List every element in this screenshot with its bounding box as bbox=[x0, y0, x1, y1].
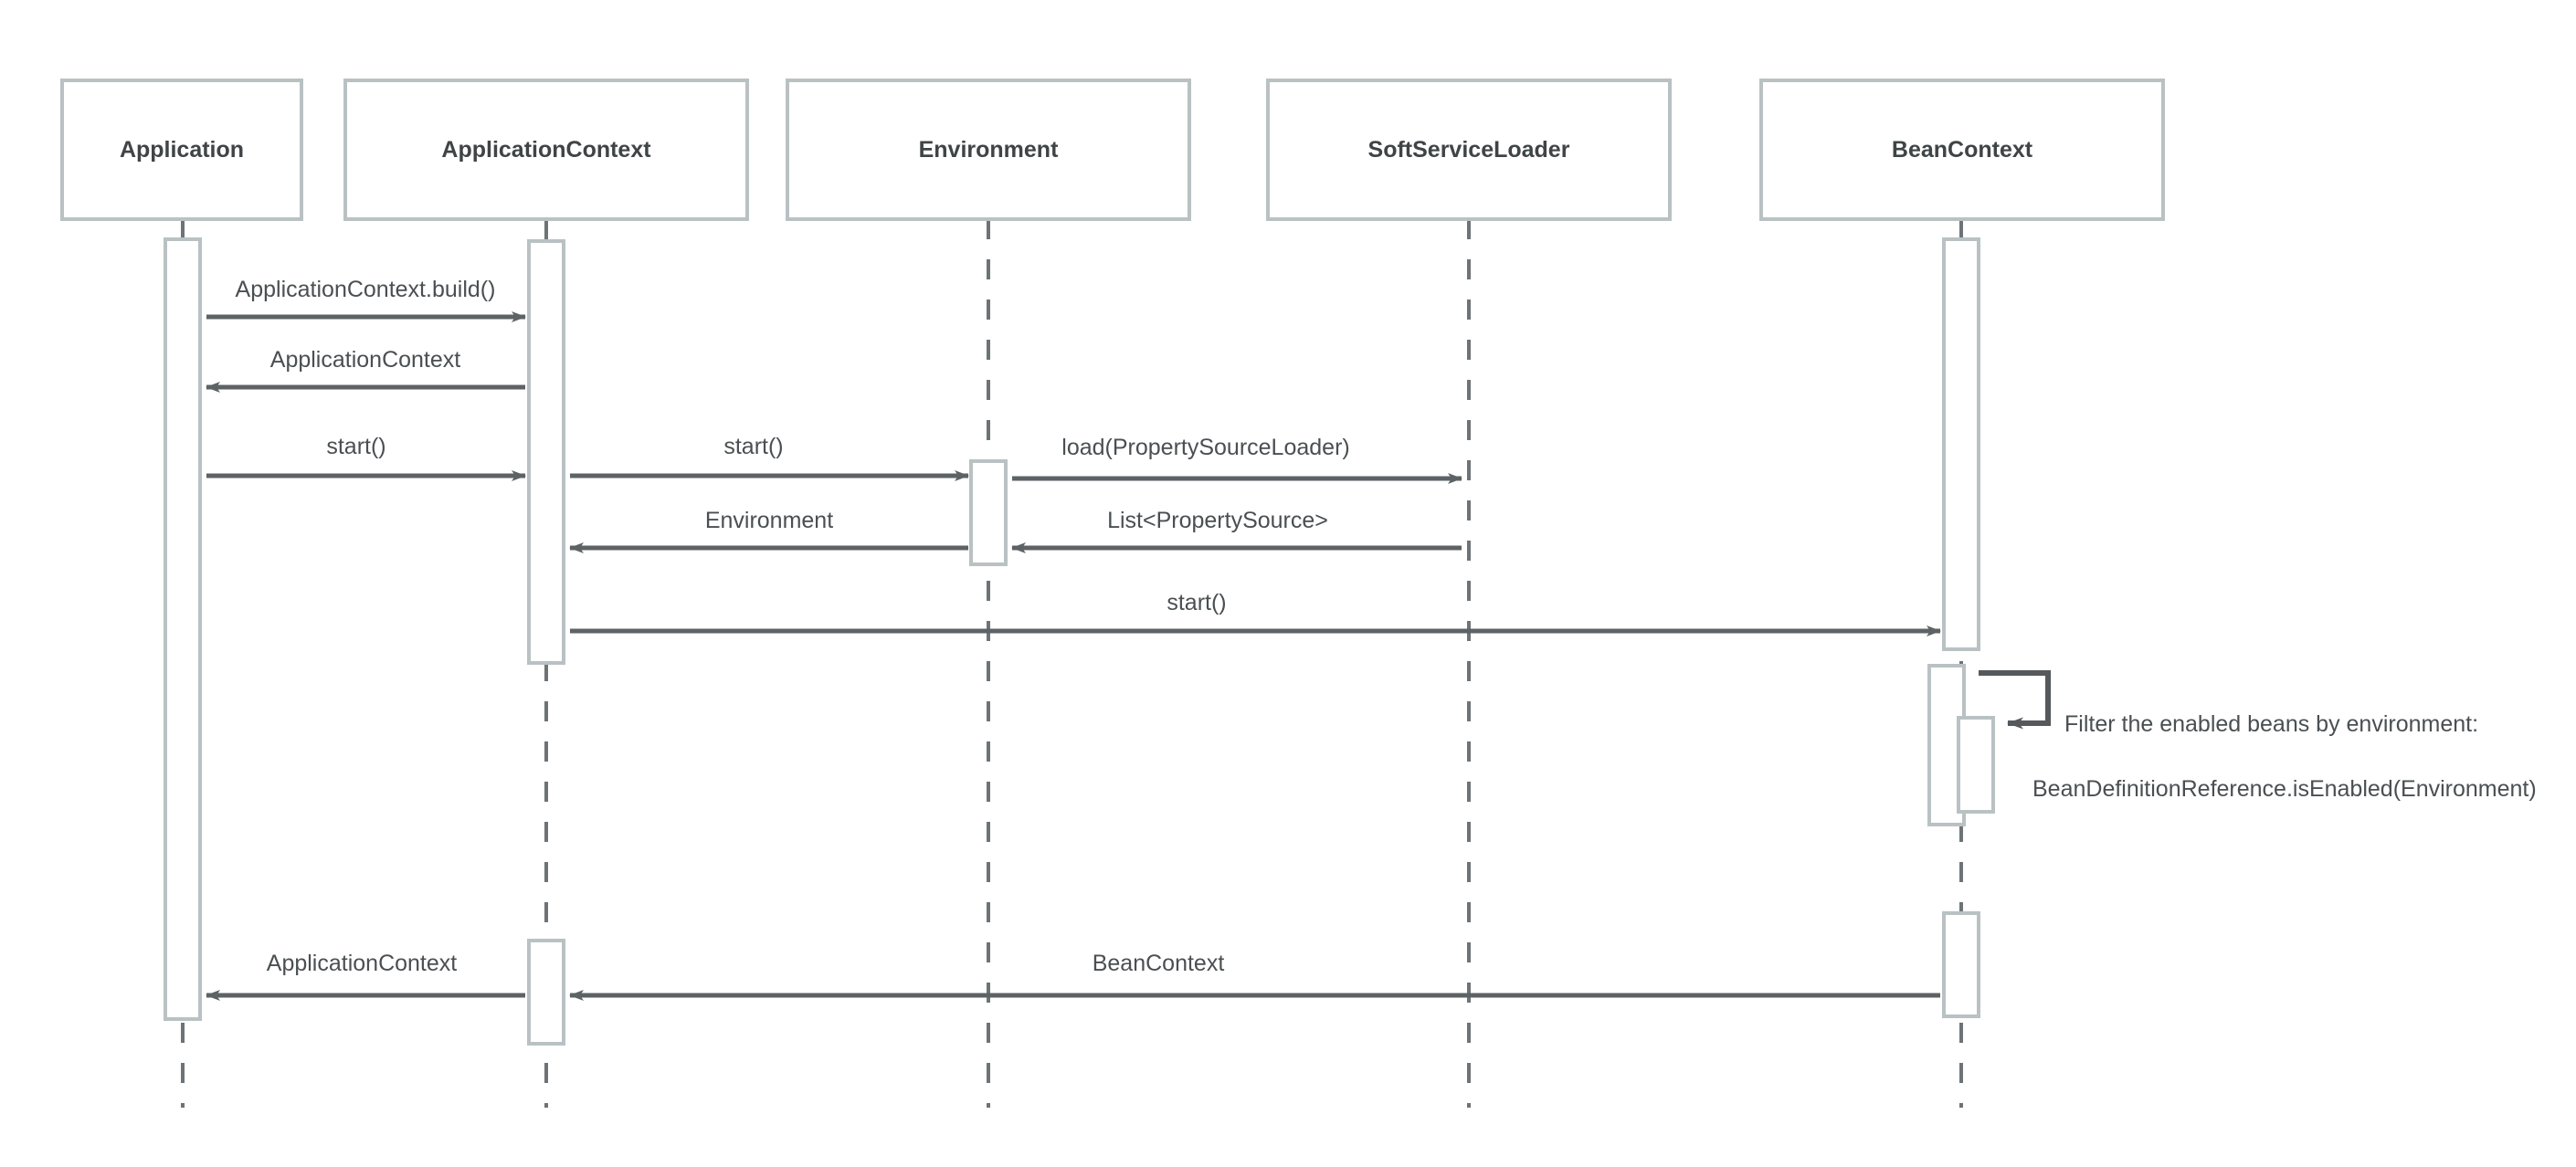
self-message-note-line-1: Filter the enabled beans by environment: bbox=[2064, 711, 2478, 737]
message-label-m7: List<PropertySource> bbox=[1107, 508, 1328, 533]
participant-box-softserviceloader bbox=[1266, 79, 1672, 221]
participant-label-environment: Environment bbox=[919, 137, 1059, 163]
participant-box-application bbox=[60, 79, 303, 221]
self-message-loop-path bbox=[1979, 670, 2051, 730]
activation-bar-applicationcontext bbox=[527, 939, 565, 1046]
message-m10[interactable]: BeanContext bbox=[569, 951, 1940, 1001]
message-m6[interactable]: Environment bbox=[569, 508, 968, 553]
message-m3[interactable]: start() bbox=[206, 434, 526, 481]
activation-bar-environment bbox=[969, 459, 1008, 566]
message-label-m4: start() bbox=[723, 434, 783, 459]
message-label-m2: ApplicationContext bbox=[270, 347, 461, 373]
participant-environment[interactable]: Environment bbox=[786, 79, 1191, 221]
participant-applicationcontext[interactable]: ApplicationContext bbox=[343, 79, 749, 221]
self-message-beancontext[interactable]: Filter the enabled beans by environment:… bbox=[1979, 670, 2537, 802]
activation-bar-beancontext bbox=[1942, 911, 1980, 1018]
message-m8[interactable]: start() bbox=[570, 590, 1941, 636]
participant-box-beancontext bbox=[1759, 79, 2165, 221]
participant-beancontext[interactable]: BeanContext bbox=[1759, 79, 2165, 221]
self-message-note-line-2: BeanDefinitionReference.isEnabled(Enviro… bbox=[2032, 776, 2537, 802]
message-m4[interactable]: start() bbox=[570, 434, 969, 481]
activation-bar-beancontext bbox=[1942, 237, 1980, 651]
message-m5[interactable]: load(PropertySourceLoader) bbox=[1012, 435, 1462, 484]
participant-label-beancontext: BeanContext bbox=[1892, 137, 2033, 163]
message-label-m1: ApplicationContext.build() bbox=[236, 277, 496, 302]
message-label-m9: ApplicationContext bbox=[267, 951, 458, 976]
activation-bars-layer bbox=[164, 237, 1995, 1046]
participant-application[interactable]: Application bbox=[60, 79, 303, 221]
participant-label-application: Application bbox=[120, 137, 244, 163]
message-m7[interactable]: List<PropertySource> bbox=[1011, 508, 1462, 553]
messages-layer: ApplicationContext.build() ApplicationCon… bbox=[206, 277, 1941, 1001]
message-label-m8: start() bbox=[1167, 590, 1226, 615]
message-m9[interactable]: ApplicationContext bbox=[206, 951, 525, 1001]
message-label-m3: start() bbox=[326, 434, 385, 459]
activation-bar-beancontext bbox=[1957, 716, 1995, 814]
message-m2[interactable]: ApplicationContext bbox=[206, 347, 525, 393]
message-label-m6: Environment bbox=[705, 508, 833, 533]
participant-boxes-layer: Application ApplicationContext Environment… bbox=[60, 79, 2165, 221]
message-m1[interactable]: ApplicationContext.build() bbox=[206, 277, 526, 322]
participant-label-softserviceloader: SoftServiceLoader bbox=[1368, 137, 1570, 163]
participant-box-applicationcontext bbox=[343, 79, 749, 221]
self-message-layer: Filter the enabled beans by environment:… bbox=[1979, 670, 2537, 802]
participant-softserviceloader[interactable]: SoftServiceLoader bbox=[1266, 79, 1672, 221]
message-label-m5: load(PropertySourceLoader) bbox=[1061, 435, 1349, 460]
participant-box-environment bbox=[786, 79, 1191, 221]
activation-bar-applicationcontext bbox=[527, 239, 565, 665]
message-label-m10: BeanContext bbox=[1093, 951, 1225, 976]
activation-bar-application bbox=[164, 237, 202, 1021]
participant-label-applicationcontext: ApplicationContext bbox=[441, 137, 651, 163]
